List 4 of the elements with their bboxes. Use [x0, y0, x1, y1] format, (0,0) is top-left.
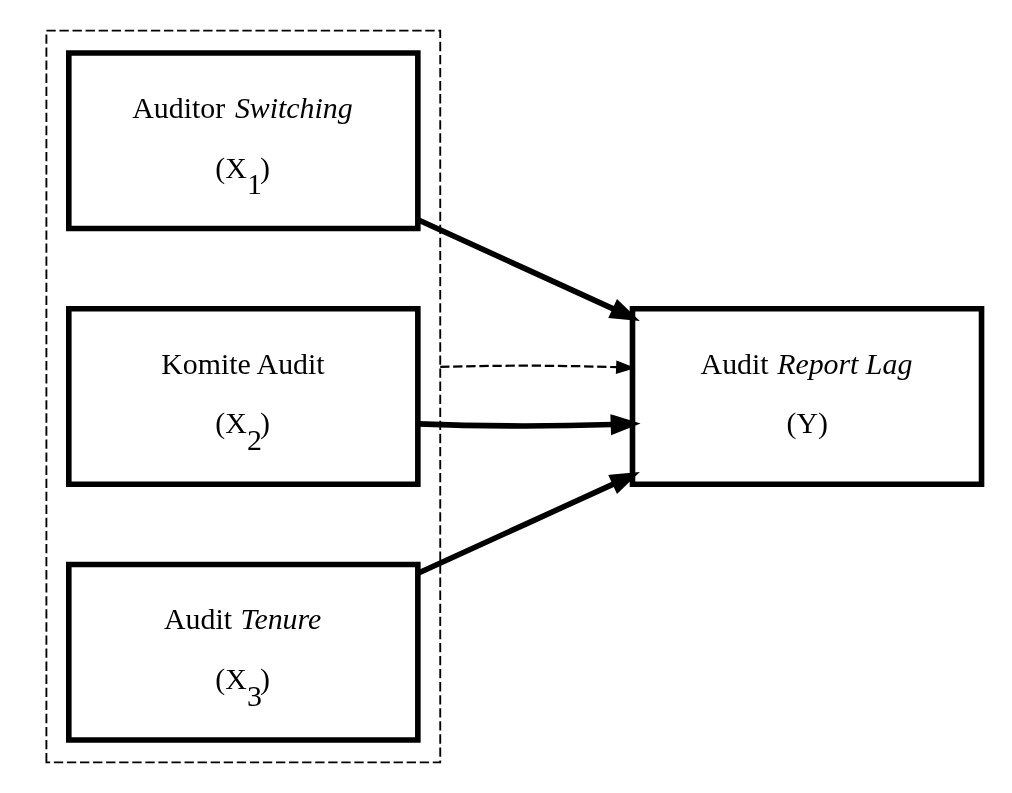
- arrow: [439, 360, 636, 374]
- arrow: [417, 414, 641, 436]
- node-box: Audit Report Lag (Y): [629, 305, 984, 488]
- cluster: [44, 29, 441, 764]
